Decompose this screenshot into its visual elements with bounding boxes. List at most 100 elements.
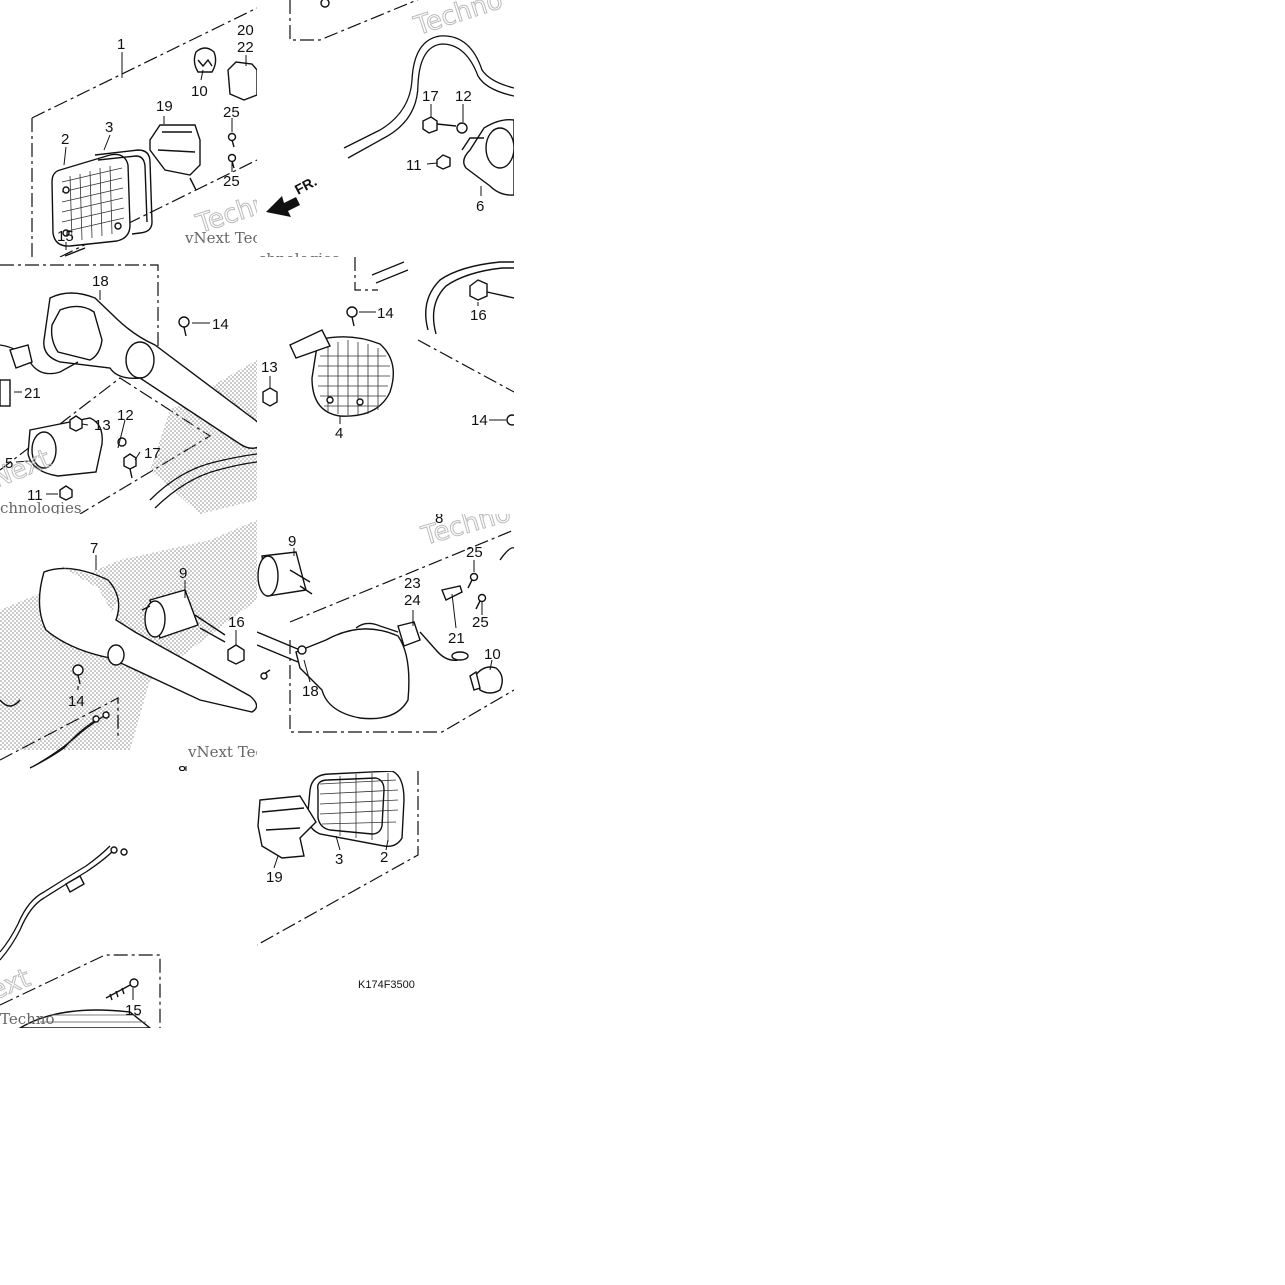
housing-part-icon <box>38 566 257 713</box>
nut-part-icon <box>69 415 83 432</box>
callout-label: 2 <box>380 849 388 866</box>
watermark-text: chnologies <box>0 499 82 517</box>
tile-front-signal: 14 13 4 16 14 <box>261 257 514 442</box>
callout-label: 12 <box>455 88 472 105</box>
screw-part-icon <box>227 132 237 148</box>
callout-label: 18 <box>92 273 109 290</box>
callout-label: 25 <box>223 173 240 190</box>
callout-label: 10 <box>191 83 208 100</box>
callout-label: 8 <box>435 510 443 527</box>
stay-part-icon <box>461 118 514 196</box>
nut-part-icon <box>262 387 278 407</box>
callout-label: 10 <box>484 646 501 663</box>
callout-label: 9 <box>179 565 187 582</box>
callout-label: 13 <box>94 417 111 434</box>
bulb-part-icon <box>469 666 503 694</box>
tile-front-stay: FR. 17 12 11 6 Techno chnologies <box>258 0 514 268</box>
callout-label: 15 <box>125 1002 142 1019</box>
housing-part-icon <box>43 292 257 449</box>
stay-part-icon <box>27 417 103 477</box>
callout-label: 11 <box>27 487 43 504</box>
callout-label: 17 <box>144 445 161 462</box>
nut-part-icon <box>59 485 73 501</box>
callout-label: 25 <box>472 614 489 631</box>
callout-label: 14 <box>68 693 85 710</box>
watermark-text: ext <box>0 963 35 1006</box>
tile-lens-gasket-bracket: 3 2 19 <box>257 771 419 946</box>
watermark-text: vNext Tec <box>184 229 261 247</box>
gasket-part-icon <box>317 777 385 835</box>
watermark-text: Techno <box>410 0 506 42</box>
nut-part-icon <box>227 644 245 665</box>
diagram-code: K174F3500 <box>358 979 415 991</box>
callout-label: 12 <box>117 407 134 424</box>
callout-label: 20 <box>237 22 254 39</box>
callout-label: 5 <box>5 455 13 472</box>
tile-front-signal-socket: 8 9 25 23 24 25 21 10 18 Techno <box>257 510 514 733</box>
screw-part-icon <box>72 664 84 685</box>
callout-label: 13 <box>261 359 278 376</box>
callout-label: 15 <box>57 228 74 245</box>
bracket-part-icon <box>149 124 201 176</box>
nut-part-icon <box>469 279 488 301</box>
tile-left-rear-signal: 18 14 21 13 12 17 5 11 Next chnologies <box>0 264 257 517</box>
tile-rear-signal-shaded: 7 9 16 14 8 vNext Tec <box>0 520 264 780</box>
callout-label: 23 <box>404 575 421 592</box>
callout-label: 3 <box>335 851 343 868</box>
direction-label: FR. <box>292 173 319 198</box>
callout-label: 7 <box>90 540 98 557</box>
bracket-part-icon <box>257 795 317 859</box>
tile-rear-lens-assembly: 1 20 22 10 19 3 2 25 25 15 vNext Tec Tec… <box>31 7 361 257</box>
callout-label: 8 <box>178 763 186 780</box>
plate-part-icon <box>441 585 463 601</box>
screw-part-icon <box>467 572 479 589</box>
lens-part-icon <box>307 771 405 848</box>
watermark-text: Technologies <box>192 160 361 240</box>
callout-label: 6 <box>476 198 484 215</box>
socket-part-icon <box>227 61 257 101</box>
callout-label: 14 <box>377 305 394 322</box>
screw-part-icon <box>105 978 139 1001</box>
callout-label: 2 <box>61 131 69 148</box>
callout-label: 16 <box>470 307 487 324</box>
callout-label: 17 <box>422 88 439 105</box>
callout-label: 14 <box>212 316 229 333</box>
callout-label: 3 <box>105 119 113 136</box>
callout-label: 18 <box>302 683 319 700</box>
watermark-text: Techno <box>0 1010 54 1028</box>
callout-label: 24 <box>404 592 421 609</box>
lens-part-icon <box>289 329 394 417</box>
callout-label: 4 <box>335 425 343 442</box>
callout-label: 21 <box>24 385 41 402</box>
nut-part-icon <box>436 154 451 170</box>
gasket-part-icon <box>94 149 153 235</box>
callout-label: 1 <box>117 36 125 53</box>
bulb-part-icon <box>193 47 217 73</box>
callout-label: 22 <box>237 39 254 56</box>
washer-part-icon <box>456 122 468 134</box>
watermark-text: vNext Tec <box>187 743 264 761</box>
lens-part-icon <box>51 153 131 247</box>
socket-part-icon <box>141 589 226 643</box>
screw-part-icon <box>178 316 190 337</box>
callout-label: 14 <box>471 412 488 429</box>
watermark-text: chnologies <box>258 250 340 268</box>
screw-part-icon <box>346 306 358 327</box>
front-direction-arrow: FR. <box>266 173 319 217</box>
bolt-part-icon <box>422 116 457 134</box>
screw-part-icon <box>506 414 514 426</box>
tile-wire-and-screw: 15 ext Techno <box>0 845 161 1028</box>
callout-label: 21 <box>448 630 465 647</box>
callout-label: 9 <box>288 533 296 550</box>
callout-label: 25 <box>466 544 483 561</box>
bolt-part-icon <box>123 453 137 479</box>
socket-part-icon <box>257 551 313 597</box>
callout-label: 25 <box>223 104 240 121</box>
callout-label: 19 <box>266 869 283 886</box>
screw-part-icon <box>475 593 487 610</box>
callout-label: 11 <box>406 157 422 174</box>
housing-part-icon <box>257 628 410 720</box>
callout-label: 16 <box>228 614 245 631</box>
callout-label: 19 <box>156 98 173 115</box>
